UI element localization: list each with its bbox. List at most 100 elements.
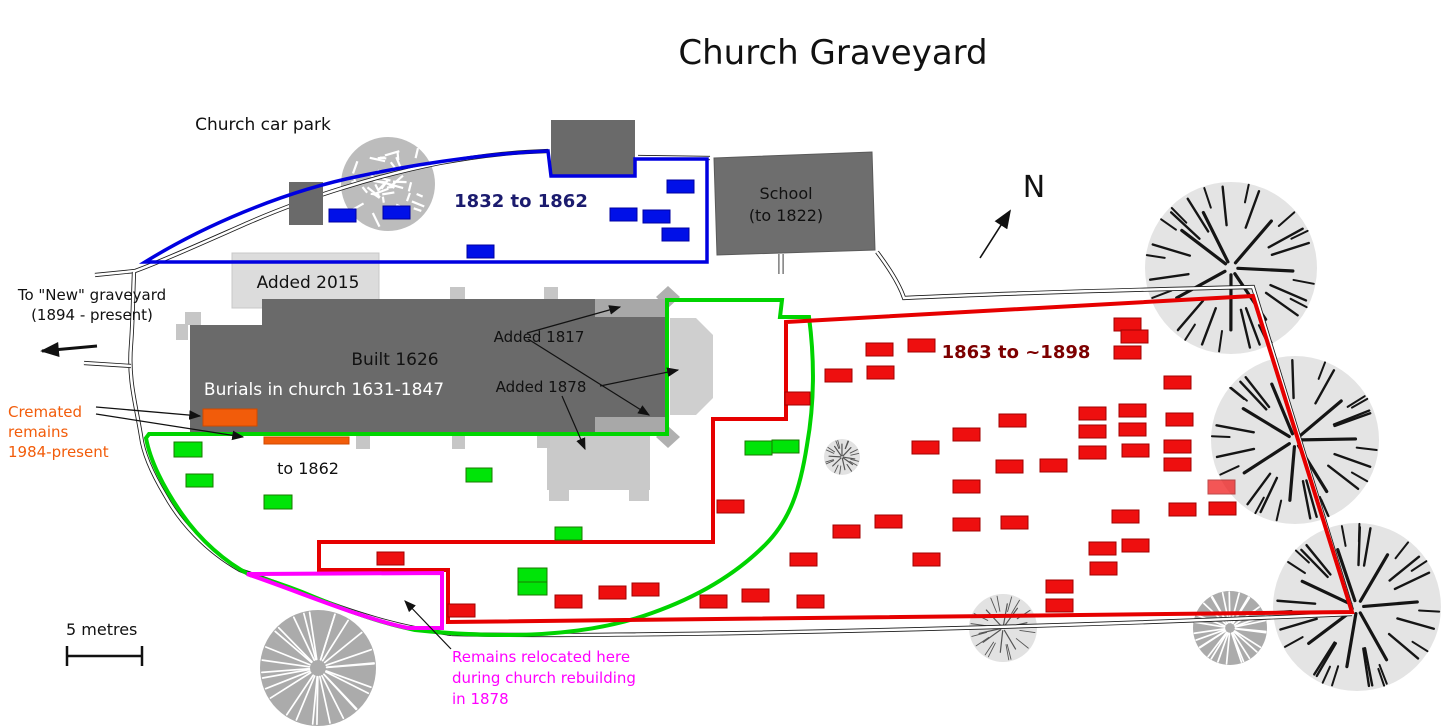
church-buttress-6 <box>452 436 465 449</box>
grave-marker-red <box>912 552 941 567</box>
grave-markers-layer <box>173 179 1237 618</box>
grave-marker-red <box>874 514 903 529</box>
tree-icon <box>260 610 376 726</box>
scalebar-layer <box>65 646 144 666</box>
grave-marker-green <box>185 473 214 488</box>
burial-regions-layer <box>138 149 1355 638</box>
tree-icon <box>341 137 435 231</box>
school-building <box>713 151 876 256</box>
grave-marker-red <box>1078 445 1107 460</box>
grave-marker-red <box>1118 403 1147 418</box>
added1817-arrow-south <box>527 338 651 416</box>
tree-icon <box>1210 356 1379 524</box>
cremated-arrow-1 <box>95 406 202 420</box>
tree-icon <box>1145 182 1317 354</box>
annotation-arrows-layer <box>40 209 1012 650</box>
grave-marker-red <box>1163 375 1192 390</box>
grave-marker-red <box>832 524 861 539</box>
grave-marker-orange <box>263 436 350 445</box>
label-to-new-1: To "New" graveyard <box>17 286 166 304</box>
grave-marker-green <box>517 581 548 596</box>
grave-marker-red <box>1078 424 1107 439</box>
label-north-letter: N <box>1023 170 1045 205</box>
grave-marker-red <box>1118 422 1147 437</box>
label-car-park: Church car park <box>195 115 331 135</box>
grave-marker-red <box>1121 443 1150 458</box>
grave-marker-green <box>173 441 203 458</box>
grave-marker-red <box>1121 538 1150 553</box>
label-added-1878: Added 1878 <box>496 378 587 396</box>
grave-marker-red <box>784 391 811 406</box>
grave-marker-red <box>1089 561 1118 576</box>
grave-marker-red <box>796 594 825 609</box>
label-relocated-2: during church rebuilding <box>452 669 636 687</box>
tree-icon <box>1193 591 1267 665</box>
grave-marker-blue <box>382 205 411 220</box>
grave-marker-red <box>789 552 818 567</box>
label-relocated-1: Remains relocated here <box>452 648 630 666</box>
magenta-region-relocated-remains <box>246 570 444 630</box>
church-porch <box>547 434 650 490</box>
church-buttress-5 <box>356 436 370 449</box>
added1817-arrow-north <box>526 305 622 334</box>
label-to-new-2: (1894 - present) <box>31 306 153 324</box>
blue-region-1832-1862 <box>138 149 709 264</box>
grave-marker-blue <box>666 179 695 194</box>
label-burials: Burials in church 1631-1847 <box>204 380 444 400</box>
red-region-1863-1898 <box>317 293 1355 625</box>
grave-marker-red <box>1000 515 1029 530</box>
grave-marker-red <box>998 413 1027 428</box>
church-porch-leg-west <box>549 490 569 501</box>
north-outbuilding <box>551 120 635 177</box>
grave-marker-red <box>1045 579 1074 594</box>
grave-marker-red <box>907 338 936 353</box>
grave-marker-red <box>376 551 405 566</box>
tree-icon <box>1272 522 1441 691</box>
grave-marker-orange <box>202 408 258 427</box>
road-east-road <box>875 250 1355 611</box>
grave-marker-red <box>952 479 981 494</box>
grave-marker-red <box>866 365 895 380</box>
grave-marker-green <box>771 439 800 454</box>
green-region-to-1862 <box>143 298 815 638</box>
label-title: Church Graveyard <box>678 33 987 73</box>
church-buttress-3 <box>450 287 465 300</box>
church-buttress-1 <box>185 312 201 325</box>
tree-icon <box>824 439 860 475</box>
church-main <box>190 299 668 433</box>
grave-marker-green <box>465 467 493 483</box>
label-school-2: (to 1822) <box>749 206 823 225</box>
north-arrow <box>979 209 1012 259</box>
label-added-2015: Added 2015 <box>257 273 360 293</box>
grave-marker-red <box>911 440 940 455</box>
label-scale-label: 5 metres <box>66 620 137 639</box>
label-to-1862: to 1862 <box>277 459 339 478</box>
relocated-arrow <box>404 600 452 650</box>
grave-marker-green <box>263 494 293 510</box>
grave-marker-red <box>1039 458 1068 473</box>
grave-marker-red <box>1207 479 1236 495</box>
label-school-1: School <box>759 184 812 203</box>
church-extension-north <box>595 299 665 317</box>
church-porch-leg-east <box>629 490 649 501</box>
grave-marker-red <box>952 517 981 532</box>
label-added-1817: Added 1817 <box>494 328 585 346</box>
grave-marker-red <box>631 582 660 597</box>
label-relocated-3: in 1878 <box>452 690 509 708</box>
added1878-arrow-porch <box>561 395 586 451</box>
added1878-arrow-apse <box>599 367 680 387</box>
label-cremated-3: 1984-present <box>8 443 109 461</box>
to-new-graveyard-arrow <box>40 342 98 357</box>
grave-marker-blue <box>466 244 495 259</box>
grave-marker-red <box>554 594 583 609</box>
road-gate-branch <box>83 360 132 369</box>
scale-bar <box>65 646 144 666</box>
church-extension-south <box>595 417 665 434</box>
grave-marker-red <box>1078 406 1107 421</box>
grave-marker-green <box>744 440 773 456</box>
grave-marker-blue <box>661 227 690 242</box>
grave-marker-red <box>1088 541 1117 556</box>
